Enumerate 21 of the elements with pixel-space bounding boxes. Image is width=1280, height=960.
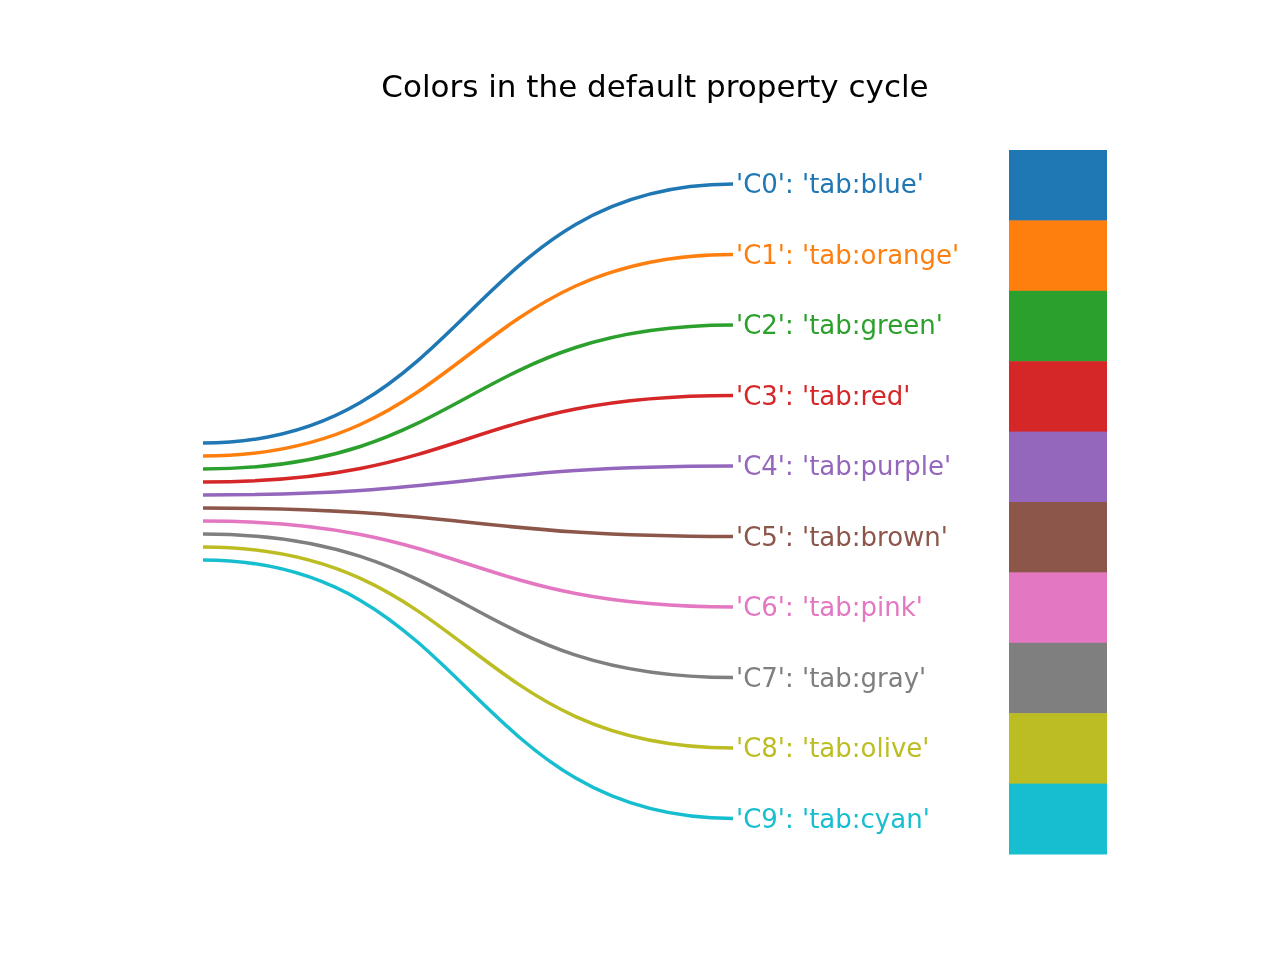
color-label: 'C9': 'tab:cyan' — [736, 802, 930, 835]
curve-line — [203, 506, 733, 539]
color-label: 'C6': 'tab:pink' — [736, 591, 923, 623]
color-label: 'C0': 'tab:blue' — [736, 168, 924, 200]
curve-line — [202, 393, 734, 484]
curve-line — [202, 532, 734, 680]
curve-line — [202, 558, 734, 821]
color-label: 'C5': 'tab:brown' — [736, 520, 948, 553]
curve-line — [203, 464, 733, 497]
color-label: 'C7': 'tab:gray' — [736, 661, 927, 694]
color-label: 'C4': 'tab:purple' — [736, 450, 952, 482]
color-label: 'C2': 'tab:green' — [736, 309, 943, 341]
curve-line — [202, 252, 734, 458]
curve-line — [202, 182, 734, 445]
curve-line — [202, 519, 734, 609]
curve-line — [202, 545, 734, 750]
color-label: 'C1': 'tab:orange' — [736, 238, 960, 271]
curve-line — [202, 323, 734, 471]
chart-title: Colors in the default property cycle — [381, 68, 929, 104]
color-label: 'C3': 'tab:red' — [736, 379, 911, 412]
color-label: 'C8': 'tab:olive' — [736, 732, 930, 764]
